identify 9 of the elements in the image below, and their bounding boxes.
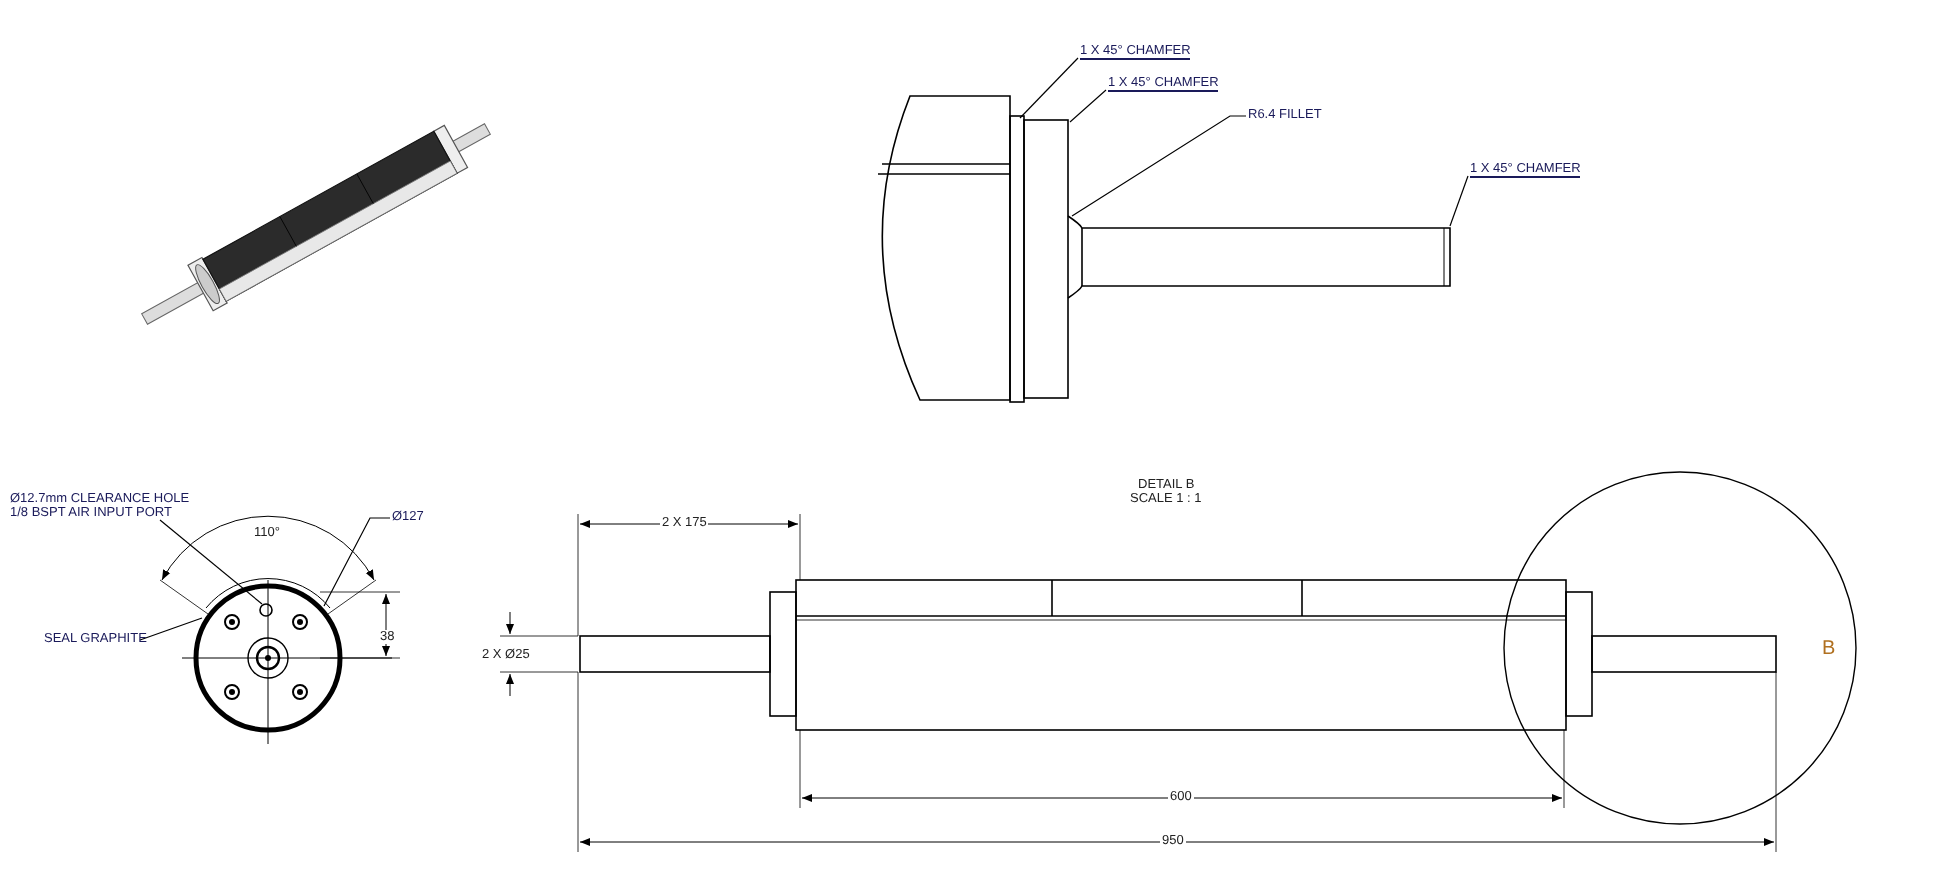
leader-line (1071, 115, 1247, 217)
leader-line (1449, 175, 1469, 227)
leader-line (1019, 57, 1079, 119)
detail-letter: B (1820, 642, 1838, 656)
leader-line (323, 517, 391, 607)
leader-line (159, 519, 263, 605)
shaft-detail-drawing (877, 95, 1451, 403)
leader-line (139, 617, 203, 641)
leader-line (1069, 89, 1107, 123)
